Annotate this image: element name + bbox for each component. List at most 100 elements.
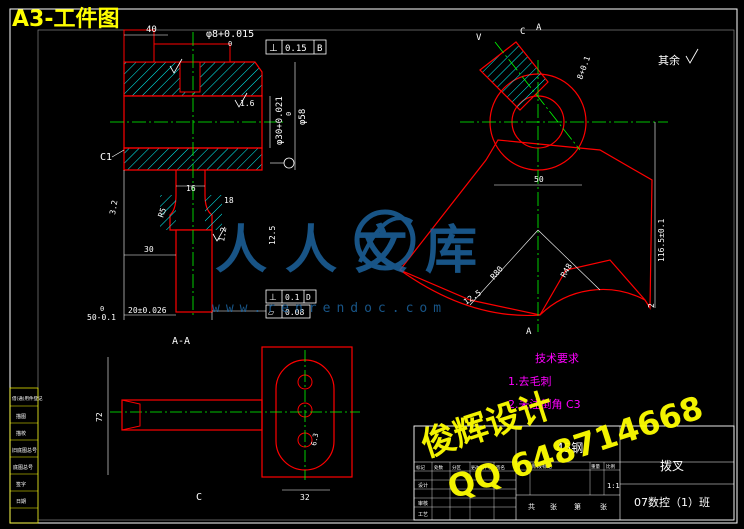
tb-sheet: 第: [574, 502, 581, 511]
tb-class-name: 07数控（1）班: [634, 495, 710, 509]
tb-row-label: 标记: [416, 464, 425, 471]
tb-scale-value: 1:1: [607, 482, 620, 490]
centerline-diagonal: [494, 41, 581, 151]
dim-v: V: [476, 33, 482, 43]
dim-30: 30: [144, 245, 154, 254]
dim-12: 1.2: [217, 226, 228, 242]
tech-notes-item: 2.未注倒角 C3: [508, 397, 581, 411]
tol-perp-value: 0.15: [285, 44, 307, 54]
dim-125: 12.5: [268, 226, 277, 245]
dim-phi8: φ8+0.015: [206, 29, 254, 40]
roughness-icon: [212, 226, 226, 242]
dim-0: 0: [100, 305, 104, 313]
dim-r18: 18: [224, 196, 234, 205]
tb-sheet: 张: [550, 502, 557, 511]
dim-32: 3.2: [108, 199, 119, 215]
tol-frame-par: [265, 289, 317, 304]
tb-row-label: 更改文件号: [471, 464, 491, 470]
roughness-icon: [234, 92, 248, 108]
left-strip-item: 日期: [16, 499, 26, 505]
tb-part-name: 拨叉: [660, 459, 684, 473]
tech-notes: 技术要求 1.去毛刺 2.未注倒角 C3: [508, 352, 581, 411]
left-strip-item: 底图总号: [13, 464, 33, 471]
tb-stage-label: 阶段标记: [532, 463, 552, 470]
boss-section: [479, 41, 549, 111]
dim-c: C: [520, 27, 525, 37]
tol-flat-symbol: ▱: [268, 308, 275, 317]
dim-40: 40: [146, 25, 157, 35]
watermark-brand-text: 人人文库: [215, 221, 495, 281]
sheet-inner-frame: [37, 29, 735, 521]
dim-63: 6.3: [310, 432, 320, 446]
view-c-label: C: [196, 492, 202, 503]
dim-r48: R48: [559, 262, 574, 279]
tb-material: 45钢: [556, 441, 583, 455]
fork-end: [175, 229, 213, 313]
fork-outer-arc: [399, 269, 541, 317]
tb-weight-label: 重量: [591, 463, 600, 470]
tb-role: 设计: [418, 482, 428, 489]
tol-par-value: 0.1: [285, 293, 300, 302]
rest-note: 其余: [658, 53, 680, 67]
tech-notes-item: 1.去毛刺: [508, 375, 552, 388]
tb-row-label: 处数: [434, 464, 443, 471]
tb-sheet: 张: [600, 502, 607, 511]
tech-notes-heading: 技术要求: [535, 352, 579, 365]
view-c-shaft-taper: [121, 399, 141, 431]
view-c-shaft: [121, 399, 263, 431]
dim-50-right: 50: [534, 175, 544, 184]
fork-outline: [399, 139, 653, 316]
roughness-icon: [169, 58, 183, 74]
section-arrow-a2: A: [536, 23, 542, 33]
dim-2: 2: [647, 303, 656, 308]
left-strip-box: [9, 387, 39, 524]
tol-par-ref: D: [306, 293, 311, 302]
dim-32-view-c: 32: [300, 493, 310, 502]
sheet-frame: [9, 8, 738, 524]
tb-row-label: 分区: [452, 464, 461, 471]
dim-c1: C1: [100, 152, 112, 163]
dim-phi30-lower: 0: [285, 112, 293, 116]
dim-r5: R5: [156, 206, 168, 218]
tol-par-symbol: ⊥: [269, 293, 277, 303]
section-arrow-a: A: [526, 327, 532, 337]
watermark-url: www.renrendoc.com: [212, 301, 447, 316]
front-view: V C 8+0.1 50 R80 R48 12.5 116.5±0.1 2 A …: [399, 23, 699, 337]
hub-top-flange: [123, 29, 155, 63]
dim-phi30: φ30+0.021: [275, 96, 285, 145]
tb-row-label: 签名: [496, 464, 505, 471]
watermark-swoosh: [358, 216, 414, 263]
left-strip-item: 描校: [16, 430, 26, 437]
view-c: 72 32 6.3 C: [95, 346, 360, 503]
dim-8: 8+0.1: [575, 55, 592, 81]
tol-frame-flat: [265, 304, 311, 319]
tb-role: 审核: [418, 500, 428, 507]
fork-inner-arc: [539, 288, 646, 316]
tb-scale-label: 比例: [606, 463, 615, 470]
dim-phi58: φ58: [298, 109, 308, 125]
left-strip-item: 借(通)用件登记: [12, 395, 43, 402]
section-label: A-A: [172, 336, 190, 347]
dim-116: 116.5±0.1: [657, 218, 666, 262]
arm-hatch-left: [160, 195, 176, 230]
watermark-logo-icon: [354, 209, 416, 271]
left-strip-item: 旧底图总号: [12, 447, 37, 454]
tb-role: 工艺: [418, 512, 428, 518]
left-strip: 借(通)用件登记 描图 描校 旧底图总号 底图总号 签字 日期: [9, 387, 43, 524]
watermark-brand: 人人文库 www.renrendoc.com: [212, 209, 495, 316]
dim-50: 50-0.1: [87, 313, 116, 322]
dim-125-right: 12.5: [462, 288, 483, 307]
dim-20: 20±0.026: [128, 306, 167, 315]
datum-b-circle: [283, 157, 295, 169]
tol-flat-value: 0.08: [285, 308, 304, 317]
left-strip-item: 签字: [16, 481, 26, 488]
tol-perp-symbol: ⊥: [269, 43, 278, 54]
hub-top-boss: [153, 43, 231, 63]
tol-perp-ref: B: [317, 44, 322, 54]
tb-sheet: 共: [528, 502, 535, 511]
dim-16b: 1.6: [240, 99, 255, 108]
dim-16: 16: [186, 184, 196, 193]
tol-frame-perp: [265, 39, 327, 55]
